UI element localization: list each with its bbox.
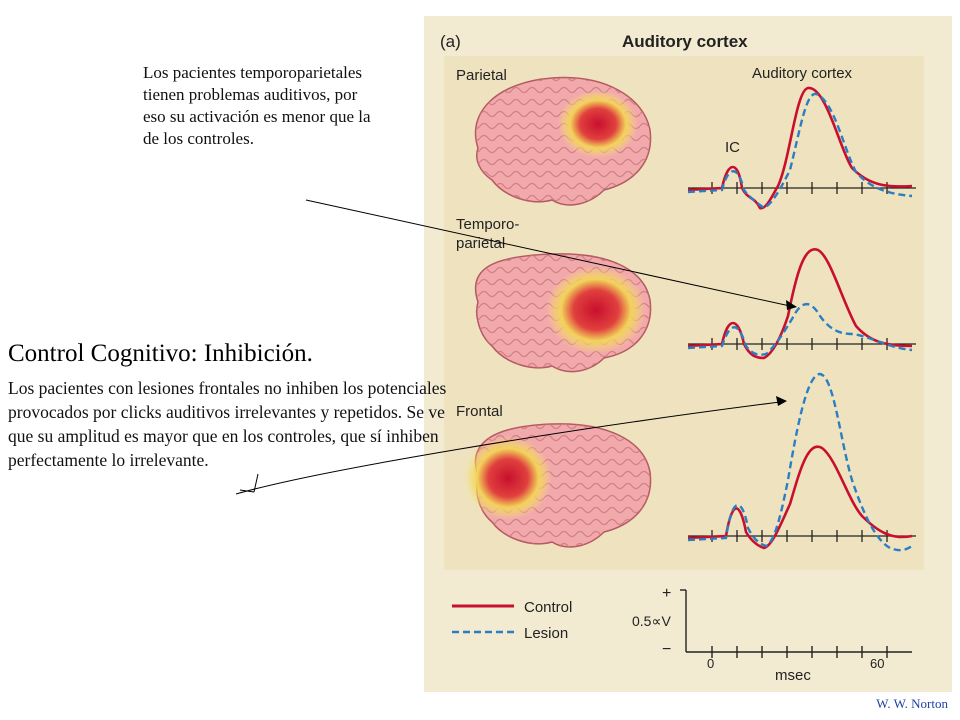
row-label-temporoparietal-1: Temporo-	[456, 216, 519, 233]
scale-amplitude: 0.5∝V	[632, 613, 671, 629]
wave-label-ic: IC	[725, 139, 740, 156]
scale-unit: msec	[775, 667, 811, 684]
annotation-temporoparietal: Los pacientes temporoparietales tienen p…	[143, 63, 371, 148]
legend	[452, 604, 514, 634]
row-label-frontal: Frontal	[456, 403, 503, 420]
figure-title: Auditory cortex	[622, 32, 748, 51]
brain-frontal	[464, 423, 652, 548]
panel-label: (a)	[440, 32, 461, 51]
row-label-temporoparietal-2: parietal	[456, 235, 505, 252]
row-label-parietal: Parietal	[456, 67, 507, 84]
brain-temporoparietal	[474, 253, 652, 373]
wave-label-auditory-cortex: Auditory cortex	[752, 65, 853, 82]
waveform-temporoparietal	[687, 248, 916, 360]
scale-tick-start: 0	[707, 656, 714, 671]
slide-title: Control Cognitivo: Inhibición.	[8, 340, 313, 367]
scale-plus: +	[662, 585, 671, 602]
scale-tick-end: 60	[870, 656, 884, 671]
annotation-frontal: Los pacientes con lesiones frontales no …	[8, 378, 447, 470]
scale-bar	[680, 589, 912, 658]
waveform-frontal	[687, 372, 916, 552]
brain-parietal	[474, 76, 652, 206]
arrow-frontal	[235, 396, 787, 495]
arrow-temporoparietal	[305, 199, 797, 310]
legend-lesion-label: Lesion	[524, 625, 568, 642]
waveform-parietal	[687, 86, 916, 210]
credit-text: W. W. Norton	[876, 696, 948, 711]
legend-control-label: Control	[524, 599, 572, 616]
scale-minus: −	[662, 641, 671, 658]
